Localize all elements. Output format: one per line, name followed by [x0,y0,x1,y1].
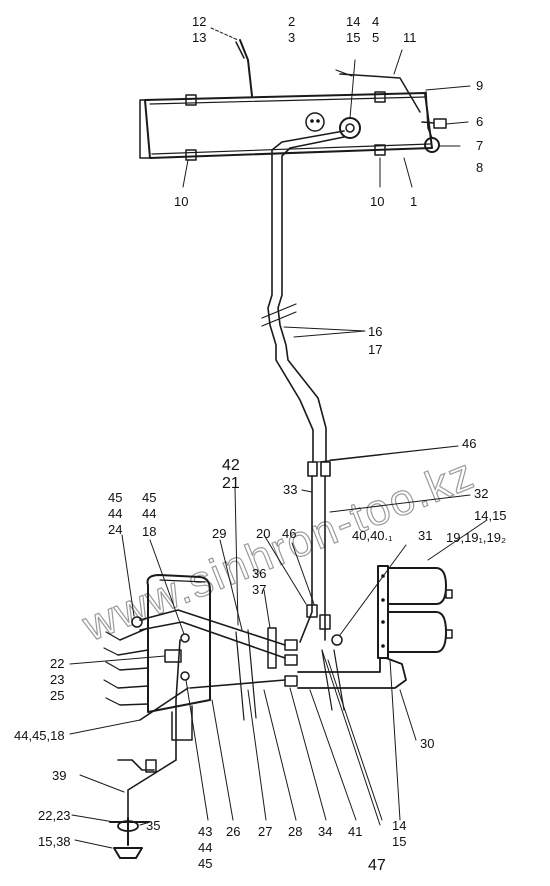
callout-37: 37 [252,582,266,597]
brake-lines-16-17 [261,130,345,646]
lower-valve [109,759,177,859]
callout-34: 34 [318,824,332,839]
callout-30: 30 [420,736,434,751]
callout-44-mid: 44 [142,506,156,521]
callout-13: 13 [192,30,206,45]
callout-2: 2 [288,14,295,29]
compressor-block [103,574,298,761]
leader-lines [69,27,488,849]
callout-36: 36 [252,566,266,581]
callout-14: 14 [346,14,360,29]
callout-12: 12 [192,14,206,29]
watermark-text: www.sinhron-too.kz [75,449,481,651]
callout-18: 18 [142,524,156,539]
callout-26: 26 [226,824,240,839]
frame-cross-member [139,39,447,161]
callout-46-mid: 46 [282,526,296,541]
callout-45-left: 45 [108,490,122,505]
callout-labels: 12 13 2 3 14 15 4 5 11 9 6 7 8 10 10 1 1… [14,14,507,874]
callout-46-top: 46 [462,436,476,451]
callout-35: 35 [146,818,160,833]
callout-47: 47 [368,857,386,874]
callout-23: 23 [50,672,64,687]
callout-6: 6 [476,114,483,129]
callout-3: 3 [288,30,295,45]
callout-44-bottom: 44 [198,840,212,855]
callout-1: 1 [410,194,417,209]
callout-9: 9 [476,78,483,93]
callout-33: 33 [283,482,297,497]
callout-10-right: 10 [370,194,384,209]
callout-31: 31 [418,528,432,543]
callout-22-23: 22,23 [38,808,71,823]
callout-39: 39 [52,768,66,783]
callout-25: 25 [50,688,64,703]
callout-17: 17 [368,342,382,357]
callout-22: 22 [50,656,64,671]
callout-4: 4 [372,14,379,29]
callout-7: 7 [476,138,483,153]
callout-21: 21 [222,475,240,492]
callout-45-bottom: 45 [198,856,212,871]
callout-11: 11 [403,30,417,45]
callout-28: 28 [288,824,302,839]
callout-32: 32 [474,486,488,501]
callout-29: 29 [212,526,226,541]
callout-15-bottom: 15 [392,834,406,849]
callout-15-38: 15,38 [38,834,71,849]
callout-5: 5 [372,30,379,45]
callout-44-left: 44 [108,506,122,521]
callout-19: 19,19₁,19₂ [446,530,506,545]
callout-14-bottom: 14 [392,818,406,833]
callout-10-left: 10 [174,194,188,209]
callout-40-401: 40,40.₁ [352,528,393,543]
callout-8: 8 [476,160,483,175]
callout-44-45-18: 44,45,18 [14,728,65,743]
callout-20: 20 [256,526,270,541]
callout-43: 43 [198,824,212,839]
receivers [297,565,453,711]
callout-27: 27 [258,824,272,839]
callout-16: 16 [368,324,382,339]
callout-41: 41 [348,824,362,839]
callout-24: 24 [108,522,122,537]
callout-42: 42 [222,457,240,474]
callout-15: 15 [346,30,360,45]
callout-14-15-right: 14,15 [474,508,507,523]
callout-45-mid: 45 [142,490,156,505]
